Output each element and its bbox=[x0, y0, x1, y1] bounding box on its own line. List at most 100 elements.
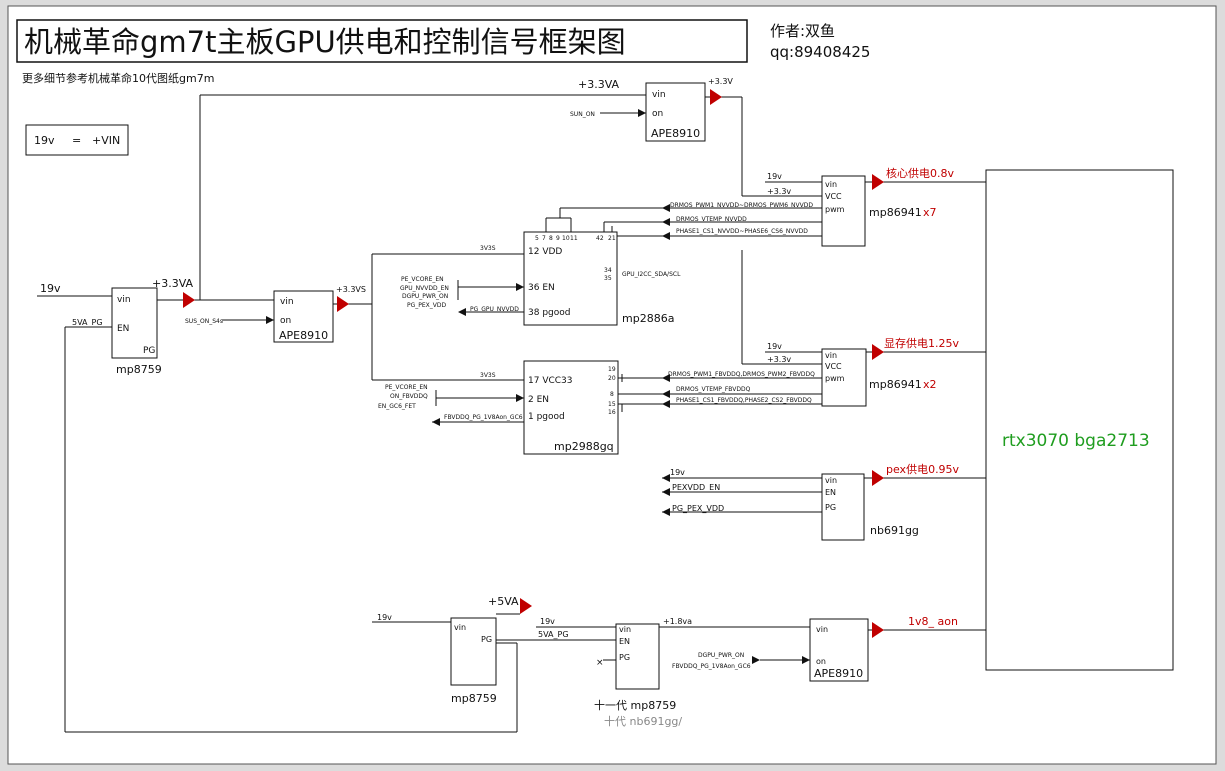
net-sus-on: SUS_ON_S4s bbox=[185, 318, 223, 325]
chip-mult: x7 bbox=[923, 206, 937, 219]
net-drmos-pwm-nv: DRMOS_PWM1_NVVDD~DRMOS_PWM6_NVVDD bbox=[670, 202, 813, 209]
chip-mp8759-b: vin PG mp8759 bbox=[450, 617, 497, 705]
pin-en: 2 EN bbox=[528, 395, 549, 405]
pin-en: 36 EN bbox=[528, 283, 555, 293]
net-fbvddq-pg: FBVDDQ_PG_1V8Aon_GC6 bbox=[444, 414, 523, 421]
author: 作者:双鱼 bbox=[770, 22, 835, 40]
chip-mp8759-c: vin EN PG × 十一代 mp8759 十代 nb691gg/ bbox=[594, 623, 682, 728]
chip-ape8910-c: vin on APE8910 bbox=[809, 618, 869, 682]
pin-11: 11 bbox=[570, 235, 578, 242]
legend-box bbox=[25, 124, 129, 156]
pin-vin: vin bbox=[816, 625, 828, 634]
chip-name: APE8910 bbox=[279, 329, 328, 342]
pin-vin: vin bbox=[280, 297, 294, 307]
pin-8: 8 bbox=[610, 391, 614, 398]
net-3v3-b: +3.3v bbox=[767, 355, 791, 364]
chip-name: APE8910 bbox=[814, 667, 863, 680]
net-19v-in: 19v bbox=[40, 282, 61, 295]
net-19v-e: 19v bbox=[540, 617, 555, 626]
pin-pg: PG bbox=[143, 346, 155, 356]
pin-en: EN bbox=[825, 488, 836, 497]
net-gpu-nvvdd-en: GPU_NVVDD_EN bbox=[400, 285, 449, 292]
net-labels: 19v +3.3VA +3.3VA +3.3VS +3.3V SUS_ON_S4… bbox=[40, 77, 960, 670]
net-19v-c: 19v bbox=[670, 468, 685, 477]
chip-nb691gg: vin EN PG nb691gg bbox=[821, 473, 919, 541]
pin-35: 35 bbox=[604, 275, 612, 282]
pin-pwm: pwm bbox=[825, 205, 845, 214]
net-pexvdd-en: PEXVDD_EN bbox=[672, 483, 720, 492]
chip-mp86941-a: vin VCC pwm mp86941 x7 bbox=[821, 175, 937, 247]
pin-on: on bbox=[280, 316, 291, 326]
net-gpu-i2c: GPU_I2CC_SDA/SCL bbox=[622, 271, 681, 278]
signal-arrows bbox=[266, 109, 810, 664]
pin-vcc33: 17 VCC33 bbox=[528, 376, 573, 386]
pin-15: 15 bbox=[608, 401, 616, 408]
pin-vin: vin bbox=[825, 180, 837, 189]
net-phase-cs-fb: PHASE1_CS1_FBVDDQ,PHASE2_CS2_FBVDDQ bbox=[676, 397, 812, 404]
net-on-fbvddq: ON_FBVDDQ bbox=[390, 393, 428, 400]
chip-alt-name: 十代 nb691gg/ bbox=[604, 714, 682, 728]
net-pg-pex-vdd-2: PG_PEX_VDD bbox=[672, 504, 724, 513]
chip-name: mp2886a bbox=[622, 312, 674, 325]
net-pe-vcore-en: PE_VCORE_EN bbox=[401, 276, 444, 283]
net-pe-vcore-en-2: PE_VCORE_EN bbox=[385, 384, 428, 391]
chip-name: mp2988gq bbox=[554, 440, 614, 453]
net-sun-on: SUN_ON bbox=[570, 111, 595, 118]
pin-19: 19 bbox=[608, 366, 616, 373]
no-connect-mark: × bbox=[596, 658, 604, 668]
pin-8: 8 bbox=[549, 235, 553, 242]
pin-pgood: 38 pgood bbox=[528, 308, 570, 318]
out-mem: 显存供电1.25v bbox=[884, 336, 959, 350]
pin-vin: vin bbox=[454, 623, 466, 632]
chip-mp2988gq: 17 VCC33 2 EN 1 pgood 19 20 8 15 16 mp29… bbox=[523, 360, 619, 455]
net-5va-pg: 5VA_PG bbox=[72, 318, 103, 327]
net-19v-a: 19v bbox=[767, 172, 782, 181]
out-core: 核心供电0.8v bbox=[886, 166, 954, 180]
wires bbox=[37, 94, 986, 733]
chip-mp86941-b: vin VCC pwm mp86941 x2 bbox=[821, 348, 937, 407]
legend-left: 19v bbox=[34, 134, 55, 147]
net-en-gc6-fet: EN_GC6_FET bbox=[378, 403, 416, 410]
pin-on: on bbox=[816, 657, 826, 666]
out-aon: 1v8_ aon bbox=[908, 615, 958, 628]
pin-vcc: VCC bbox=[825, 362, 842, 371]
net-3v3s-b: 3V3S bbox=[480, 372, 496, 379]
gpu-name: rtx3070 bga2713 bbox=[1002, 431, 1150, 451]
net-3v3va-1: +3.3VA bbox=[152, 277, 194, 290]
net-pg-gpu-nvvdd: PG_GPU_NVVDD bbox=[470, 306, 519, 313]
pin-21: 21 bbox=[608, 235, 616, 242]
net-dgpu-pwr-on-2: DGPU_PWR_ON bbox=[698, 652, 744, 659]
legend-eq: = bbox=[72, 134, 81, 147]
net-5va: +5VA bbox=[488, 595, 519, 608]
chip-ape8910-a: vin on APE8910 bbox=[273, 290, 334, 343]
pin-pg: PG bbox=[481, 635, 492, 644]
pin-pwm: pwm bbox=[825, 374, 845, 383]
pin-34: 34 bbox=[604, 267, 612, 274]
legend-right: +VIN bbox=[92, 134, 120, 147]
net-drmos-pwm-fb: DRMOS_PWM1_FBVDDQ,DRMOS_PWM2_FBVDDQ bbox=[668, 371, 815, 378]
net-5va-pg-b: 5VA_PG bbox=[538, 630, 569, 639]
chip-name: mp86941 bbox=[869, 206, 922, 219]
net-drmos-vtemp-nv: DRMOS_VTEMP_NVVDD bbox=[676, 216, 747, 223]
net-dgpu-pwr-on: DGPU_PWR_ON bbox=[402, 293, 448, 300]
pin-pg: PG bbox=[619, 653, 630, 662]
pin-10: 10 bbox=[562, 235, 570, 242]
chip-mult: x2 bbox=[923, 378, 937, 391]
pin-vin: vin bbox=[652, 90, 666, 100]
net-3v3s-a: 3V3S bbox=[480, 245, 496, 252]
pin-vin: vin bbox=[825, 351, 837, 360]
power-arrows bbox=[183, 89, 884, 638]
pin-vin: vin bbox=[117, 295, 131, 305]
pin-en: EN bbox=[117, 324, 129, 334]
pin-9: 9 bbox=[556, 235, 560, 242]
chip-mp2886a: 12 VDD 36 EN 38 pgood 34 35 42 21 5 7 8 … bbox=[523, 231, 674, 326]
net-3v3vs: +3.3VS bbox=[336, 285, 366, 294]
chip-name: APE8910 bbox=[651, 127, 700, 140]
pin-on: on bbox=[652, 109, 663, 119]
net-fbvddq-pg-2: FBVDDQ_PG_1V8Aon_GC6 bbox=[672, 663, 751, 670]
qq: qq:89408425 bbox=[770, 43, 870, 61]
out-pex: pex供电0.95v bbox=[886, 462, 960, 476]
pin-vin: vin bbox=[825, 476, 837, 485]
net-phase-cs-nv: PHASE1_CS1_NVVDD~PHASE6_CS6_NVVDD bbox=[676, 228, 808, 235]
